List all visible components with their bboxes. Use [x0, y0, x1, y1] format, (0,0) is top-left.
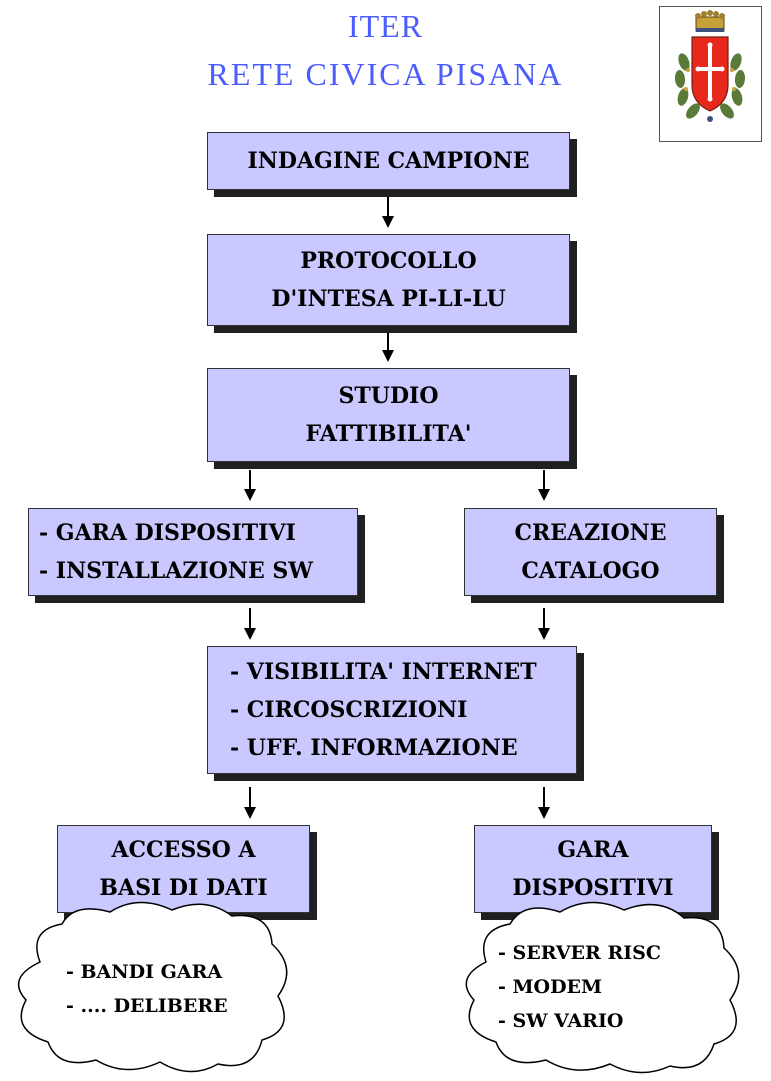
- pisa-coat-of-arms-icon: [674, 10, 746, 122]
- box-indagine-campione: INDAGINE CAMPIONE: [207, 132, 570, 190]
- logo-frame: [659, 6, 762, 142]
- wreath-icon: [674, 53, 746, 122]
- cloud-right-text: - SERVER RISC - MODEM - SW VARIO: [498, 936, 661, 1038]
- title-line-2: RETE CIVICA PISANA: [207, 56, 564, 92]
- cloud-left-item: - .... DELIBERE: [66, 995, 228, 1017]
- shield-icon: [691, 36, 729, 112]
- box-creazione-catalogo: CREAZIONE CATALOGO: [464, 508, 717, 596]
- box-gara-dispositivi: GARA DISPOSITIVI: [474, 825, 712, 913]
- box-accesso-basi-dati: ACCESSO A BASI DI DATI: [57, 825, 310, 913]
- box-studio-fattibilita: STUDIO FATTIBILITA': [207, 368, 570, 462]
- crown-icon: [695, 10, 725, 32]
- cloud-left-shape: [17, 901, 288, 1073]
- cloud-right-item: - SERVER RISC: [498, 942, 661, 964]
- cloud-left-text: - BANDI GARA - .... DELIBERE: [66, 955, 228, 1023]
- box-visibilita-internet: - VISIBILITA' INTERNET - CIRCOSCRIZIONI …: [207, 646, 577, 774]
- box-gara-installazione: - GARA DISPOSITIVI - INSTALLAZIONE SW: [28, 508, 358, 596]
- cloud-right-shape: [465, 901, 740, 1074]
- box-protocollo-intesa: PROTOCOLLO D'INTESA PI-LI-LU: [207, 234, 570, 326]
- title-line-1: ITER: [347, 8, 424, 44]
- cloud-left-item: - BANDI GARA: [66, 961, 223, 983]
- cloud-right-item: - MODEM: [498, 976, 603, 998]
- cloud-right-item: - SW VARIO: [498, 1010, 624, 1032]
